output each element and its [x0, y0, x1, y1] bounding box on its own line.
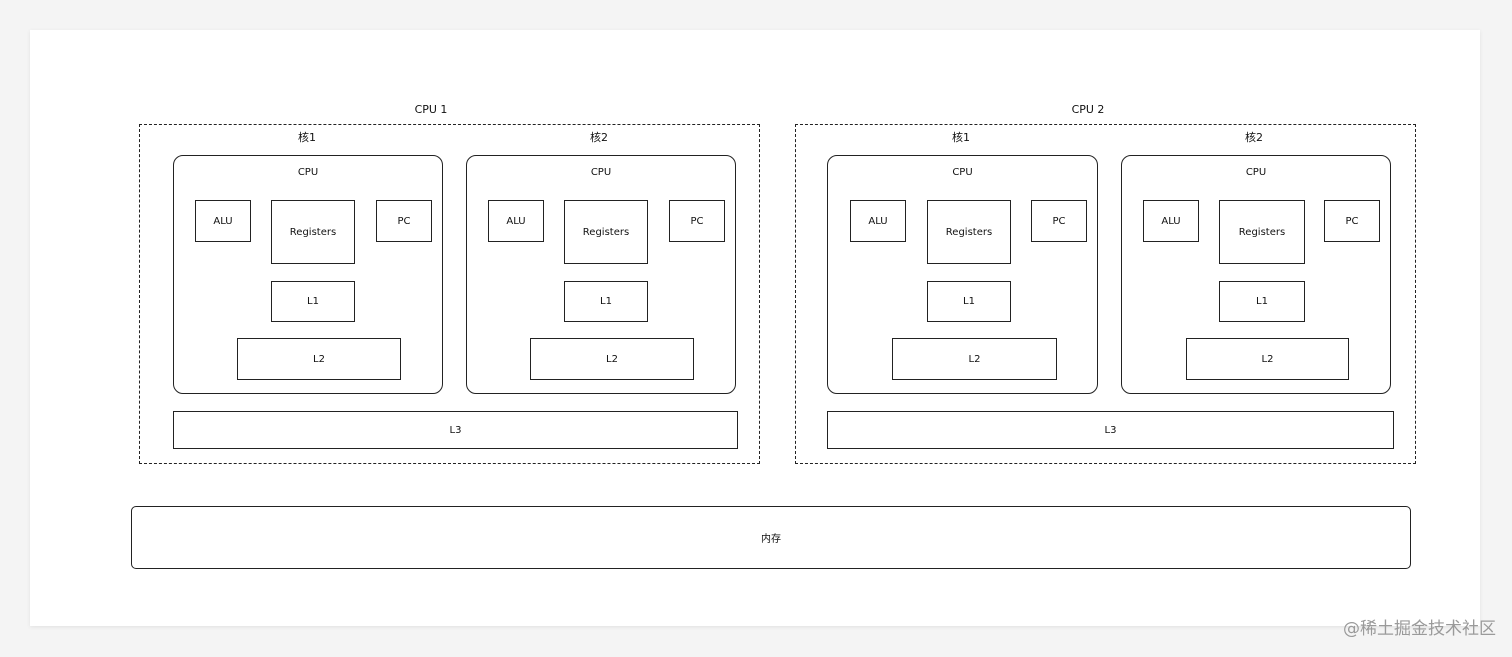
core-cpu-label: CPU: [590, 167, 612, 178]
core-label: 核2: [1245, 131, 1263, 144]
registers-box: Registers: [564, 200, 648, 264]
core-label: 核2: [590, 131, 608, 144]
core-label: 核1: [952, 131, 970, 144]
cpu-package-1: [139, 124, 760, 464]
l1-cache-box: L1: [271, 281, 355, 322]
registers-box: Registers: [271, 200, 355, 264]
registers-box: Registers: [927, 200, 1011, 264]
cpu-package-title: CPU 1: [414, 103, 448, 116]
main-memory-box: 内存: [131, 506, 1411, 569]
l1-cache-box: L1: [1219, 281, 1305, 322]
diagram-canvas: CPU 1 核1 CPU ALU Registers PC L1 L2 核2 C…: [30, 30, 1480, 626]
l1-cache-box: L1: [927, 281, 1011, 322]
core-cpu-label: CPU: [1245, 167, 1267, 178]
core-cpu-label: CPU: [297, 167, 319, 178]
l2-cache-box: L2: [892, 338, 1057, 380]
watermark: @稀土掘金技术社区: [1343, 619, 1496, 639]
alu-box: ALU: [195, 200, 251, 242]
cpu-package-title: CPU 2: [1071, 103, 1105, 116]
pc-box: PC: [1031, 200, 1087, 242]
pc-box: PC: [1324, 200, 1380, 242]
alu-box: ALU: [1143, 200, 1199, 242]
alu-box: ALU: [488, 200, 544, 242]
l3-cache-box: L3: [827, 411, 1394, 449]
core-2: CPU ALU Registers PC L1 L2: [466, 155, 736, 394]
l2-cache-box: L2: [237, 338, 401, 380]
core-1: CPU ALU Registers PC L1 L2: [173, 155, 443, 394]
l1-cache-box: L1: [564, 281, 648, 322]
core-label: 核1: [298, 131, 316, 144]
core-cpu-label: CPU: [952, 167, 973, 178]
core-2: CPU ALU Registers PC L1 L2: [1121, 155, 1391, 394]
core-1: CPU ALU Registers PC L1 L2: [827, 155, 1098, 394]
alu-box: ALU: [850, 200, 906, 242]
l3-cache-box: L3: [173, 411, 738, 449]
cpu-package-2: [795, 124, 1416, 464]
pc-box: PC: [669, 200, 725, 242]
l2-cache-box: L2: [1186, 338, 1349, 380]
pc-box: PC: [376, 200, 432, 242]
registers-box: Registers: [1219, 200, 1305, 264]
l2-cache-box: L2: [530, 338, 694, 380]
